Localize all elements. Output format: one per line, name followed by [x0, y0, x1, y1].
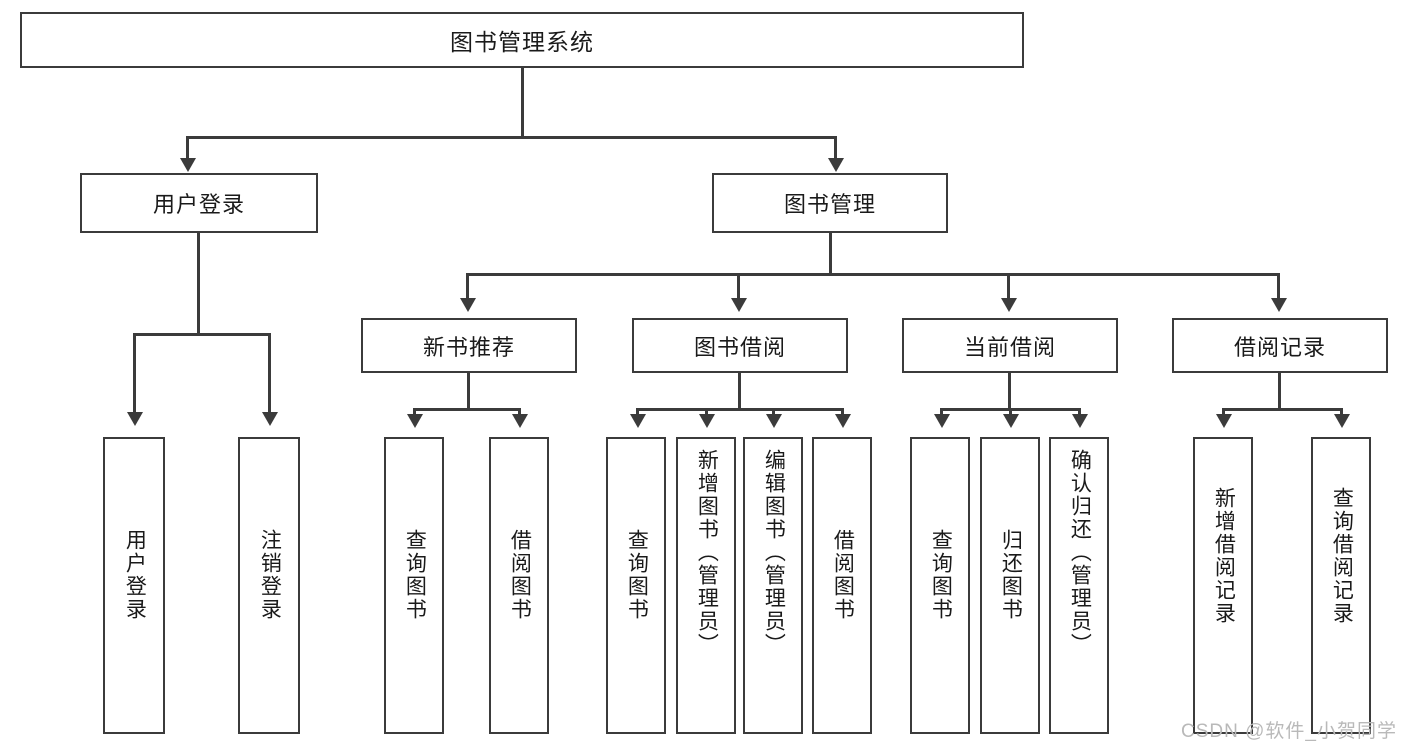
- arrow-book-mgmt-to-current-borrow: [1001, 298, 1017, 312]
- node-new-book-recommend[interactable]: 新书推荐: [361, 318, 577, 373]
- connector-user-login-stem: [197, 233, 200, 335]
- node-user-login[interactable]: 用户登录: [80, 173, 318, 233]
- connector-user-login-to-leaf-2: [268, 333, 271, 417]
- leaf-label: 注销登录: [258, 529, 282, 621]
- connector-current-borrow-to-leaf-2: [1009, 408, 1012, 418]
- connector-current-borrow-stem: [1008, 373, 1011, 410]
- arrow-current-borrow-to-leaf-1: [934, 414, 950, 428]
- arrow-book-borrow-to-leaf-3: [766, 414, 782, 428]
- arrow-new-book-to-leaf-2: [512, 414, 528, 428]
- connector-new-book-to-leaf-1: [413, 408, 416, 418]
- leaf-current-borrow-return[interactable]: 归还图书: [980, 437, 1040, 734]
- arrow-user-login-to-leaf-2: [262, 412, 278, 426]
- node-root-system[interactable]: 图书管理系统: [20, 12, 1024, 68]
- connector-user-login-bar: [133, 333, 270, 336]
- connector-borrow-record-bar: [1222, 408, 1342, 411]
- arrow-borrow-record-to-leaf-2: [1334, 414, 1350, 428]
- arrow-book-mgmt-to-borrow-book: [731, 298, 747, 312]
- leaf-label: 用户登录: [123, 529, 147, 621]
- leaf-label: 新增借阅记录: [1212, 487, 1236, 625]
- arrow-book-borrow-to-leaf-1: [630, 414, 646, 428]
- leaf-user-login-logout[interactable]: 注销登录: [238, 437, 300, 734]
- arrow-current-borrow-to-leaf-3: [1072, 414, 1088, 428]
- leaf-new-book-borrow[interactable]: 借阅图书: [489, 437, 549, 734]
- node-label: 图书管理系统: [450, 29, 594, 55]
- leaf-label: 新增图书（管理员）: [695, 449, 719, 656]
- leaf-current-borrow-confirm-return[interactable]: 确认归还（管理员）: [1049, 437, 1109, 734]
- arrow-book-borrow-to-leaf-2: [699, 414, 715, 428]
- connector-root-to-user-login: [186, 136, 189, 164]
- leaf-user-login-login[interactable]: 用户登录: [103, 437, 165, 734]
- connector-book-mgmt-stem: [829, 233, 832, 275]
- leaf-label: 查询图书: [403, 529, 427, 621]
- connector-user-login-to-leaf-1: [133, 333, 136, 417]
- arrow-new-book-to-leaf-1: [407, 414, 423, 428]
- connector-book-mgmt-bar: [466, 273, 1280, 276]
- arrow-book-mgmt-to-new-book: [460, 298, 476, 312]
- arrow-book-mgmt-to-borrow-record: [1271, 298, 1287, 312]
- node-current-borrow[interactable]: 当前借阅: [902, 318, 1118, 373]
- connector-book-mgmt-to-borrow-book: [737, 273, 740, 303]
- connector-book-borrow-to-leaf-4: [841, 408, 844, 418]
- connector-book-borrow-bar: [636, 408, 844, 411]
- leaf-book-borrow-query[interactable]: 查询图书: [606, 437, 666, 734]
- connector-current-borrow-to-leaf-3: [1078, 408, 1081, 418]
- leaf-label: 查询图书: [625, 529, 649, 621]
- leaf-label: 确认归还（管理员）: [1068, 449, 1092, 656]
- node-label: 借阅记录: [1233, 334, 1326, 360]
- connector-root-to-book-mgmt: [834, 136, 837, 164]
- leaf-current-borrow-query[interactable]: 查询图书: [910, 437, 970, 734]
- connector-book-mgmt-to-current-borrow: [1007, 273, 1010, 303]
- node-borrow-record[interactable]: 借阅记录: [1172, 318, 1388, 373]
- arrow-root-to-book-mgmt: [828, 158, 844, 172]
- csdn-watermark: CSDN @软件_小贺同学: [1181, 721, 1397, 742]
- leaf-borrow-record-add[interactable]: 新增借阅记录: [1193, 437, 1253, 734]
- arrow-root-to-user-login: [180, 158, 196, 172]
- connector-book-borrow-stem: [738, 373, 741, 410]
- node-label: 新书推荐: [422, 334, 515, 360]
- node-label: 图书借阅: [693, 334, 786, 360]
- arrow-current-borrow-to-leaf-2: [1003, 414, 1019, 428]
- leaf-borrow-record-query[interactable]: 查询借阅记录: [1311, 437, 1371, 734]
- node-book-borrow[interactable]: 图书借阅: [632, 318, 848, 373]
- leaf-book-borrow-edit[interactable]: 编辑图书（管理员）: [743, 437, 803, 734]
- connector-new-book-stem: [467, 373, 470, 410]
- leaf-book-borrow-add[interactable]: 新增图书（管理员）: [676, 437, 736, 734]
- node-label: 用户登录: [152, 192, 245, 217]
- connector-book-borrow-to-leaf-3: [772, 408, 775, 418]
- arrow-borrow-record-to-leaf-1: [1216, 414, 1232, 428]
- connector-borrow-record-stem: [1278, 373, 1281, 410]
- connector-book-mgmt-to-new-book: [466, 273, 469, 303]
- arrow-book-borrow-to-leaf-4: [835, 414, 851, 428]
- leaf-label: 归还图书: [999, 529, 1023, 621]
- leaf-label: 借阅图书: [831, 529, 855, 621]
- connector-borrow-record-to-leaf-1: [1222, 408, 1225, 418]
- arrow-user-login-to-leaf-1: [127, 412, 143, 426]
- node-book-management[interactable]: 图书管理: [712, 173, 948, 233]
- leaf-label: 编辑图书（管理员）: [762, 449, 786, 656]
- connector-new-book-to-leaf-2: [518, 408, 521, 418]
- leaf-new-book-query[interactable]: 查询图书: [384, 437, 444, 734]
- leaf-book-borrow-borrow[interactable]: 借阅图书: [812, 437, 872, 734]
- leaf-label: 查询借阅记录: [1330, 487, 1354, 625]
- node-label: 当前借阅: [963, 334, 1056, 360]
- leaf-label: 查询图书: [929, 529, 953, 621]
- connector-root-bar: [186, 136, 837, 139]
- connector-root-stem: [521, 68, 524, 138]
- connector-borrow-record-to-leaf-2: [1340, 408, 1343, 418]
- connector-book-borrow-to-leaf-1: [636, 408, 639, 418]
- connector-current-borrow-to-leaf-1: [940, 408, 943, 418]
- connector-book-mgmt-to-borrow-record: [1277, 273, 1280, 303]
- connector-book-borrow-to-leaf-2: [705, 408, 708, 418]
- connector-new-book-bar: [413, 408, 521, 411]
- node-label: 图书管理: [783, 192, 876, 217]
- leaf-label: 借阅图书: [508, 529, 532, 621]
